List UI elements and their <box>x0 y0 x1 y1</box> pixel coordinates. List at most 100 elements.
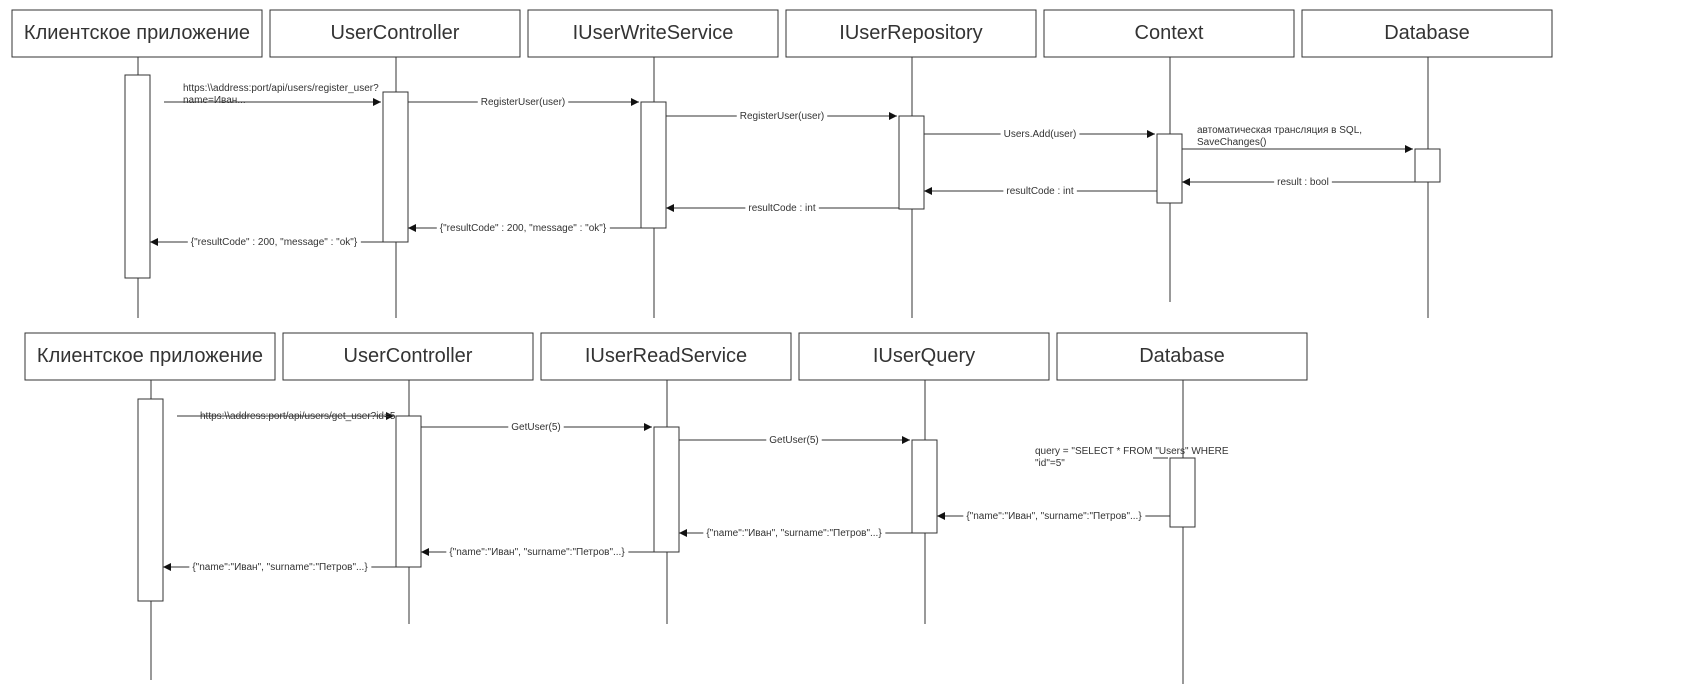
participant-rect <box>269 9 521 58</box>
participant-rect <box>785 9 1037 58</box>
message-label-bg <box>766 434 822 447</box>
message-arrow: {"resultCode" : 200, "message" : "ok"} <box>150 236 383 249</box>
message-arrow: result : bool <box>1182 176 1415 189</box>
activation-bar <box>1414 148 1441 183</box>
arrow-head-icon <box>150 238 158 246</box>
participant-box: Клиентское приложение <box>11 9 263 58</box>
message-label: "id"=5" <box>1035 458 1065 469</box>
message-label-bg <box>189 561 372 574</box>
message-label-bg <box>1003 185 1077 198</box>
message-arrow: {"resultCode" : 200, "message" : "ok"} <box>408 222 641 235</box>
message-label-bg <box>1000 128 1080 141</box>
arrow-head-icon <box>889 112 897 120</box>
arrow-head-icon <box>644 423 652 431</box>
participant-box: UserController <box>282 332 534 381</box>
arrow-head-icon <box>631 98 639 106</box>
message-arrow: GetUser(5) <box>679 434 910 447</box>
message-label: GetUser(5) <box>769 435 818 446</box>
participant-box: Context <box>1043 9 1295 58</box>
arrow-head-icon <box>421 548 429 556</box>
message-label-bg <box>436 222 610 235</box>
message-label-bg <box>187 236 361 249</box>
participant-box: IUserWriteService <box>527 9 779 58</box>
message-arrow: resultCode : int <box>924 185 1157 198</box>
arrow-head-icon <box>408 224 416 232</box>
message-label-bg <box>745 202 819 215</box>
message-label-bg <box>1274 176 1332 189</box>
participant-label: UserController <box>344 345 473 367</box>
message-label-bg <box>508 421 564 434</box>
participant-box: IUserQuery <box>798 332 1050 381</box>
arrow-head-icon <box>373 98 381 106</box>
message-label: name=Иван... <box>183 95 246 106</box>
participant-label: Клиентское приложение <box>24 22 250 44</box>
participant-rect <box>540 332 792 381</box>
participant-rect <box>1043 9 1295 58</box>
activation-bar <box>137 398 164 602</box>
participant-box: IUserReadService <box>540 332 792 381</box>
message-label: {"name":"Иван", "surname":"Петров"...} <box>706 528 882 539</box>
arrow-head-icon <box>386 412 394 420</box>
message-arrow: GetUser(5) <box>421 421 652 434</box>
participant-label: Database <box>1139 345 1225 367</box>
message-label: {"name":"Иван", "surname":"Петров"...} <box>192 562 368 573</box>
message-arrow: https:\\address:port/api/users/register_… <box>164 83 381 106</box>
arrow-head-icon <box>679 529 687 537</box>
arrow-head-icon <box>902 436 910 444</box>
message-label: resultCode : int <box>748 203 815 214</box>
participant-box: Database <box>1056 332 1308 381</box>
message-arrow: {"name":"Иван", "surname":"Петров"...} <box>937 510 1170 523</box>
activation-bar <box>124 74 151 279</box>
message-arrow: {"name":"Иван", "surname":"Петров"...} <box>679 527 912 540</box>
participant-rect <box>527 9 779 58</box>
message-label-bg <box>703 527 886 540</box>
activation-bar <box>653 426 680 553</box>
message-label-bg <box>477 96 569 109</box>
message-label: {"name":"Иван", "surname":"Петров"...} <box>966 511 1142 522</box>
message-label: query = "SELECT * FROM "Users" WHERE <box>1035 446 1229 457</box>
participant-label: IUserWriteService <box>573 22 734 44</box>
participant-label: IUserQuery <box>873 345 975 367</box>
message-label: GetUser(5) <box>511 422 560 433</box>
message-label: https:\\address:port/api/users/register_… <box>183 83 379 94</box>
participant-rect <box>798 332 1050 381</box>
message-label-bg <box>446 546 629 559</box>
message-label: RegisterUser(user) <box>740 111 824 122</box>
message-label-bg <box>963 510 1146 523</box>
message-arrow: автоматическая трансляция в SQL,SaveChan… <box>1182 125 1413 153</box>
activation-bar <box>911 439 938 534</box>
arrow-head-icon <box>1405 145 1413 153</box>
activation-bar <box>395 415 422 568</box>
arrow-head-icon <box>163 563 171 571</box>
message-label: {"resultCode" : 200, "message" : "ok"} <box>191 237 358 248</box>
activation-bar <box>640 101 667 229</box>
participant-label: Клиентское приложение <box>37 345 263 367</box>
message-arrow: resultCode : int <box>666 202 899 215</box>
arrow-head-icon <box>937 512 945 520</box>
message-label: Users.Add(user) <box>1004 129 1077 140</box>
message-label: https:\\address:port/api/users/get_user?… <box>200 411 396 422</box>
message-arrow: RegisterUser(user) <box>666 110 897 123</box>
get-user-sequence: Клиентское приложение UserController IUser… <box>24 332 1308 684</box>
participant-box: Клиентское приложение <box>24 332 276 381</box>
message-label: result : bool <box>1277 177 1329 188</box>
arrow-head-icon <box>1182 178 1190 186</box>
participant-label: IUserRepository <box>839 22 982 44</box>
message-arrow: https:\\address:port/api/users/get_user?… <box>177 411 396 422</box>
message-label: {"resultCode" : 200, "message" : "ok"} <box>440 223 607 234</box>
participant-label: IUserReadService <box>585 345 747 367</box>
message-arrow: {"name":"Иван", "surname":"Петров"...} <box>421 546 654 559</box>
participant-rect <box>1301 9 1553 58</box>
message-label: автоматическая трансляция в SQL, <box>1197 125 1362 136</box>
participant-rect <box>24 332 276 381</box>
message-label: resultCode : int <box>1006 186 1073 197</box>
participant-label: Context <box>1135 22 1204 44</box>
message-arrow: query = "SELECT * FROM "Users" WHERE"id"… <box>1035 446 1229 469</box>
activation-bar <box>1156 133 1183 204</box>
participant-rect <box>1056 332 1308 381</box>
message-label-bg <box>736 110 828 123</box>
arrow-head-icon <box>666 204 674 212</box>
message-label: RegisterUser(user) <box>481 97 565 108</box>
arrow-head-icon <box>1147 130 1155 138</box>
